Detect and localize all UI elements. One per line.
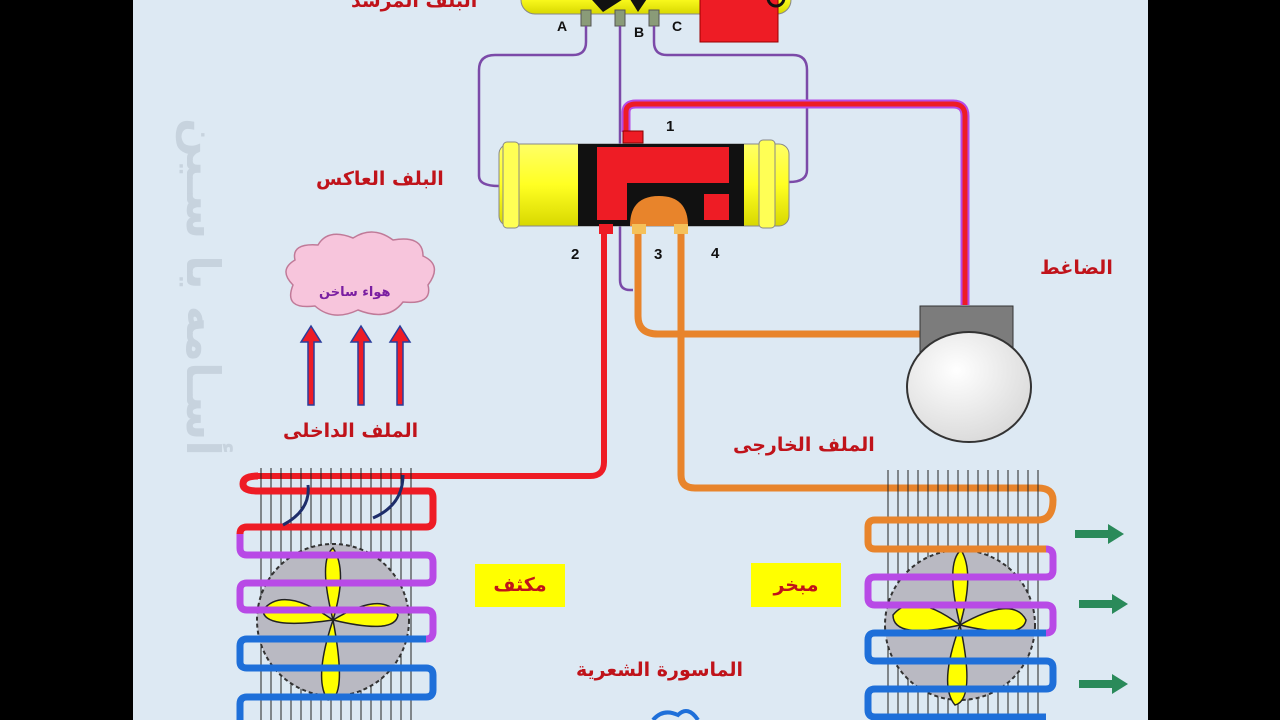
indoor-coil-label: الملف الداخلى (283, 420, 419, 442)
port-3-number: 3 (654, 246, 663, 263)
port-1-number: 1 (666, 118, 675, 135)
reversing-valve-body (498, 130, 790, 234)
indoor-coil (236, 468, 437, 720)
hot-air-label: هواء ساخن (319, 285, 391, 300)
condenser-label: مكثف (475, 564, 565, 607)
discharge-pipe (623, 101, 968, 305)
outdoor-coil (864, 470, 1057, 720)
port-4-number: 4 (711, 245, 720, 262)
port-2-number: 2 (571, 246, 580, 263)
refrigeration-diagram (236, 0, 1128, 720)
pilot-valve-label: البلف المرشد (351, 0, 478, 12)
port-c-label: C (672, 18, 683, 34)
hot-air-cloud (285, 231, 436, 406)
capillary-label: الماسورة الشعرية (576, 659, 744, 681)
outdoor-fan (892, 548, 1027, 706)
slide-canvas: أسـامه يا سـين (133, 0, 1148, 720)
evaporator-label: مبخر (751, 563, 841, 607)
suction-pipe (634, 230, 923, 338)
airflow-arrows (1075, 524, 1128, 694)
compressor-label: الضاغط (1040, 257, 1113, 279)
outdoor-coil-label: الملف الخارجى (733, 434, 875, 456)
pilot-solenoid (699, 0, 779, 43)
pilot-tubes (477, 26, 809, 292)
compressor (906, 305, 1032, 443)
capillary-tube (651, 709, 700, 720)
outdoor-line (677, 230, 1057, 501)
pilot-valve (520, 0, 792, 43)
port-a-label: A (557, 18, 568, 34)
port-b-label: B (634, 24, 645, 40)
indoor-line (258, 230, 607, 479)
reversing-valve-label: البلف العاكس (316, 168, 444, 190)
